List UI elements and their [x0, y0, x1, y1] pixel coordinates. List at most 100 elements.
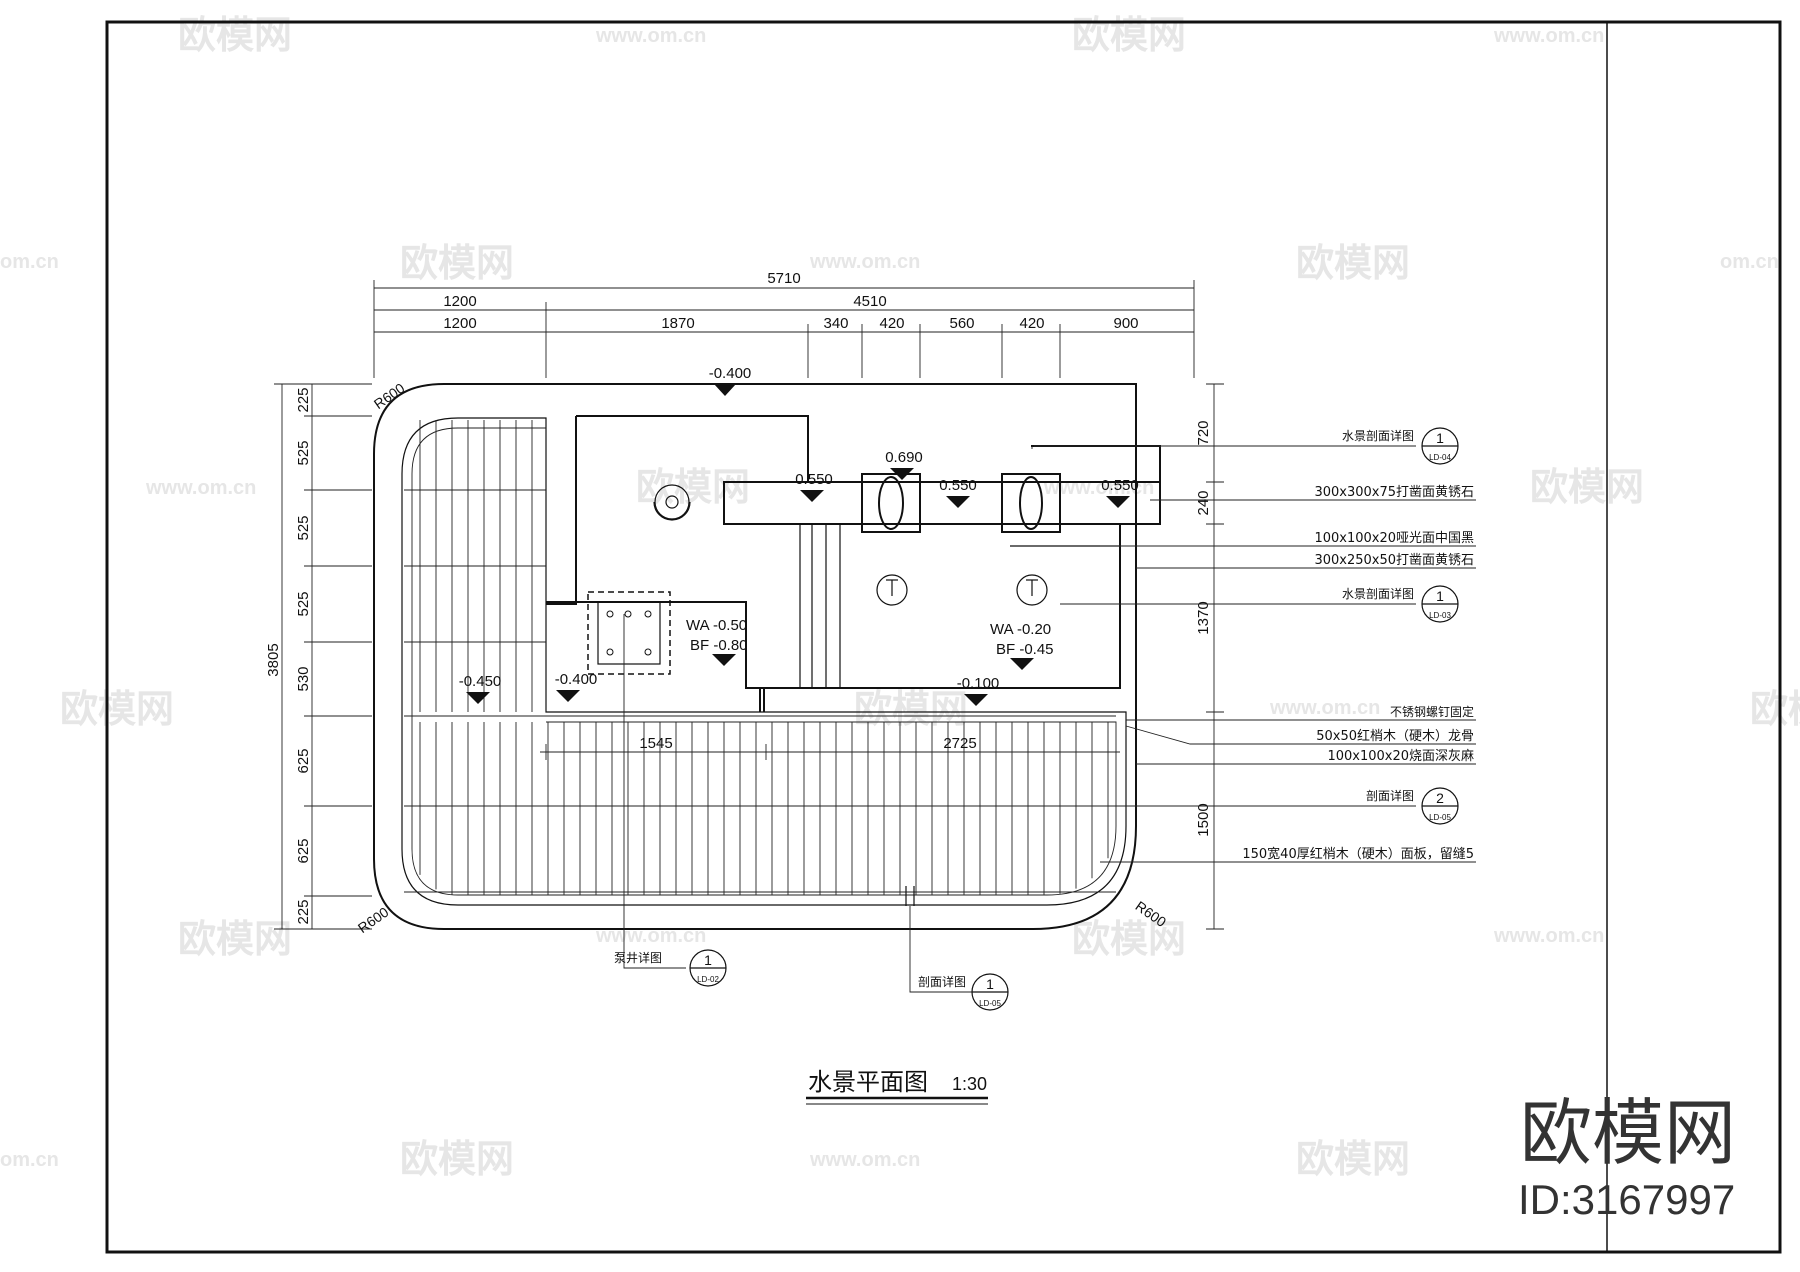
watermark-text: 欧模网: [636, 465, 750, 509]
watermark-text: www.om.cn: [1493, 925, 1604, 947]
watermark-text: om.cn: [0, 251, 59, 273]
svg-text:LD-03: LD-03: [1429, 611, 1451, 620]
watermark-text: om.cn: [0, 1149, 59, 1171]
svg-text:LD-05: LD-05: [1429, 813, 1451, 822]
watermark-layer: 欧模网欧模网欧模网欧模网欧模网欧模网欧模网欧模网欧模网欧模网欧模网欧模网欧模网w…: [0, 13, 1800, 1181]
drawing-frame: [105, 20, 1782, 1254]
pool-left-wall: [546, 601, 761, 712]
svg-text:525: 525: [295, 515, 312, 540]
spot-light-1-icon: [653, 484, 691, 521]
svg-text:1545: 1545: [639, 735, 672, 752]
level-markers: -0.400 0.550 0.690 0.550 0.550 -0.450 -0…: [459, 365, 1139, 706]
detail-symbol-3: 2LD-05: [1421, 787, 1459, 825]
deck-joists: [404, 489, 1116, 893]
svg-text:560: 560: [949, 315, 974, 332]
watermark-text: www.om.cn: [809, 251, 920, 273]
watermark-text: 欧模网: [178, 13, 292, 57]
svg-text:100x100x20哑光面中国黑: 100x100x20哑光面中国黑: [1314, 531, 1474, 546]
svg-text:1: 1: [986, 976, 994, 992]
detail-symbol-4: 1LD-02: [689, 949, 727, 987]
watermark-text: 欧模网: [1296, 1137, 1410, 1181]
watermark-text: www.om.cn: [809, 1149, 920, 1171]
svg-text:泵井详图: 泵井详图: [614, 950, 662, 965]
watermark-text: 欧模网: [854, 687, 968, 731]
svg-text:0.550: 0.550: [939, 477, 977, 494]
water-level-right: WA -0.20: [990, 621, 1051, 638]
svg-text:LD-02: LD-02: [697, 975, 719, 984]
bottom-level-left: BF -0.80: [690, 637, 748, 654]
svg-text:-0.450: -0.450: [459, 673, 502, 690]
deck-border: [411, 427, 1117, 896]
outer-boundary: [373, 383, 1137, 930]
watermark-text: 欧模网: [1072, 13, 1186, 57]
radius-top-left: R600: [371, 380, 408, 412]
svg-text:水景剖面详图: 水景剖面详图: [1342, 428, 1414, 443]
svg-text:720: 720: [1195, 420, 1212, 445]
dim-total-height: 3805: [265, 643, 282, 676]
svg-text:225: 225: [295, 387, 312, 412]
svg-text:水景剖面详图: 水景剖面详图: [1342, 586, 1414, 601]
deck-boards-bottom: [419, 722, 1109, 895]
svg-text:1: 1: [1436, 588, 1444, 604]
svg-text:-0.400: -0.400: [709, 365, 752, 382]
pool-right-wall: [760, 524, 1121, 689]
watermark-text: 欧模网: [1072, 917, 1186, 961]
svg-text:340: 340: [823, 315, 848, 332]
radius-bottom-left: R600: [355, 904, 392, 936]
watermark-text: 欧模网: [1750, 687, 1800, 731]
spout-2: [1019, 476, 1043, 530]
svg-text:0.550: 0.550: [795, 471, 833, 488]
svg-text:625: 625: [295, 748, 312, 773]
watermark-text: 欧模网: [1530, 465, 1644, 509]
svg-text:LD-04: LD-04: [1429, 453, 1451, 462]
detail-symbol-1: 1LD-04: [1421, 427, 1459, 465]
svg-text:1: 1: [704, 952, 712, 968]
drawing-title: 水景平面图 1:30: [806, 1068, 988, 1105]
spout-1: [878, 476, 904, 530]
watermark-text: www.om.cn: [1493, 25, 1604, 47]
svg-text:150宽40厚红梢木（硬木）面板，留缝5: 150宽40厚红梢木（硬木）面板，留缝5: [1242, 846, 1474, 862]
inner-deck-boundary: [401, 417, 1127, 906]
svg-text:1200: 1200: [443, 315, 476, 332]
watermark-text: om.cn: [1720, 251, 1779, 273]
svg-text:1370: 1370: [1195, 601, 1212, 634]
svg-text:-0.100: -0.100: [957, 675, 1000, 692]
svg-text:1: 1: [1436, 430, 1444, 446]
dimension-lines: [274, 280, 1224, 930]
svg-text:-0.400: -0.400: [555, 671, 598, 688]
svg-text:剖面详图: 剖面详图: [918, 974, 966, 989]
svg-text:530: 530: [295, 666, 312, 691]
watermark-text: www.om.cn: [595, 25, 706, 47]
watermark-text: 欧模网: [400, 241, 514, 285]
svg-text:100x100x20烧面深灰麻: 100x100x20烧面深灰麻: [1327, 749, 1474, 764]
spot-light-3-icon: [1016, 574, 1048, 606]
svg-text:2725: 2725: [943, 735, 976, 752]
watermark-text: www.om.cn: [595, 925, 706, 947]
brand-id: ID:3167997: [1518, 1176, 1735, 1223]
svg-text:1500: 1500: [1195, 803, 1212, 836]
svg-text:625: 625: [295, 838, 312, 863]
svg-text:不锈钢螺钉固定: 不锈钢螺钉固定: [1390, 704, 1474, 719]
svg-text:525: 525: [295, 591, 312, 616]
svg-text:420: 420: [879, 315, 904, 332]
dim-total-width: 5710: [767, 270, 800, 287]
stone-spout-band: [723, 481, 1161, 525]
watermark-text: www.om.cn: [145, 477, 256, 499]
svg-text:剖面详图: 剖面详图: [1366, 788, 1414, 803]
svg-text:50x50红梢木（硬木）龙骨: 50x50红梢木（硬木）龙骨: [1316, 728, 1474, 744]
svg-text:LD-05: LD-05: [979, 999, 1001, 1008]
watermark-text: 欧模网: [178, 917, 292, 961]
bottom-level-right: BF -0.45: [996, 641, 1054, 658]
water-level-left: WA -0.50: [686, 617, 747, 634]
svg-text:2: 2: [1436, 790, 1444, 806]
drawing-title-text: 水景平面图: [808, 1068, 928, 1096]
svg-text:300x250x50打凿面黄锈石: 300x250x50打凿面黄锈石: [1314, 553, 1474, 568]
svg-text:900: 900: [1113, 315, 1138, 332]
svg-text:1870: 1870: [661, 315, 694, 332]
brand-logo-text: 欧模网: [1520, 1091, 1736, 1175]
svg-text:240: 240: [1195, 490, 1212, 515]
watermark-text: 欧模网: [60, 687, 174, 731]
svg-text:4510: 4510: [853, 293, 886, 310]
upper-channel-inner: [546, 416, 577, 605]
svg-text:420: 420: [1019, 315, 1044, 332]
